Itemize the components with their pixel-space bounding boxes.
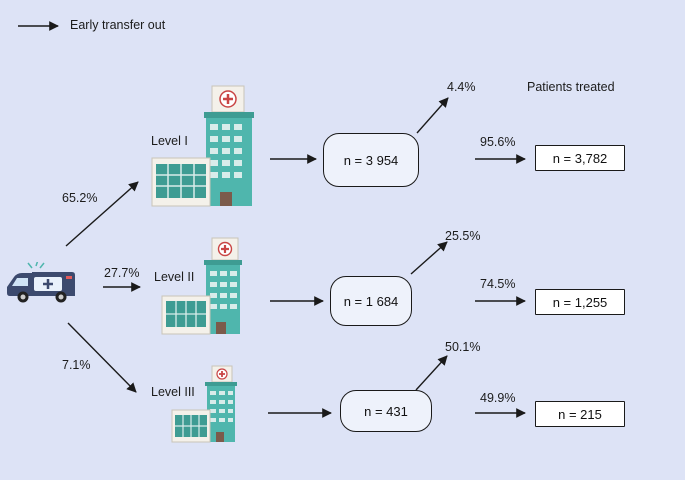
legend-label: Early transfer out [70,18,166,32]
arrow-level-3-transfer [415,355,448,391]
level-2-transfer-pct: 25.5% [445,229,481,243]
level-1-hospital-icon [151,85,254,207]
level-2-label: Level II [154,270,195,284]
level-1-treated-box: n = 3,782 [535,145,625,171]
arrow-level-1-transfer [416,97,449,134]
level-3-treated-box: n = 215 [535,401,625,427]
arrow-to-level-3 [67,322,137,393]
level-2-share: 27.7% [104,266,140,280]
level-3-transfer-pct: 50.1% [445,340,481,354]
level-1-label: Level I [151,134,188,148]
arrow-to-level-1 [65,181,139,247]
ambulance-icon [7,262,75,303]
level-1-share: 65.2% [62,191,98,205]
level-1-treated-pct: 95.6% [480,135,516,149]
level-2-treated-pct: 74.5% [480,277,516,291]
level-2-hospital-icon [161,237,242,335]
level-1-count-node: n = 3 954 [323,133,419,187]
level-2-count-node: n = 1 684 [330,276,412,326]
level-3-hospital-icon [171,365,237,443]
level-3-treated-pct: 49.9% [480,391,516,405]
level-1-transfer-pct: 4.4% [447,80,476,94]
level-3-count-node: n = 431 [340,390,432,432]
patients-treated-header: Patients treated [527,80,615,94]
level-3-label: Level III [151,385,195,399]
level-3-share: 7.1% [62,358,91,372]
arrow-level-2-transfer [410,241,448,275]
level-2-treated-box: n = 1,255 [535,289,625,315]
